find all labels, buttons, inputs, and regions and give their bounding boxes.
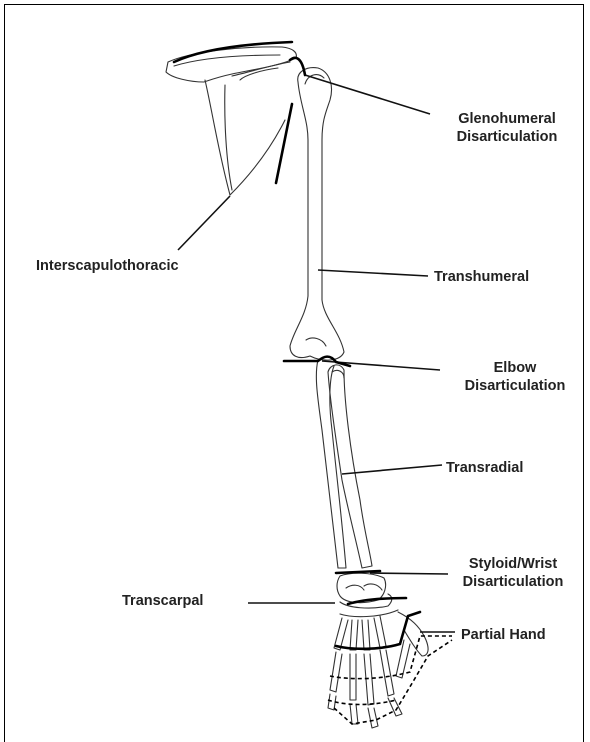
carpal-bones-drawing [337,573,398,616]
glenohumeral-label-line1: Glenohumeral [430,110,584,128]
interscapulothoracic-label: Interscapulothoracic [36,257,179,275]
humerus-drawing [290,68,344,360]
glenohumeral-leader [305,75,430,114]
partial-hand-dashed-line-2 [328,700,396,705]
scapula-cut-line [276,104,292,183]
styloid-wrist-label-line1: Styloid/Wrist [440,555,586,573]
transhumeral-leader [318,270,428,276]
leader-lines [178,75,455,632]
forearm-bones-drawing [316,360,372,568]
transhumeral-label: Transhumeral [434,268,529,286]
transcarpal-label: Transcarpal [122,592,203,610]
clavicle-cut-line [174,42,292,62]
elbow-label-line2: Disarticulation [440,377,590,395]
glenohumeral-label: Glenohumeral Disarticulation [430,110,584,146]
styloid-wrist-label-line2: Disarticulation [440,573,586,591]
styloid-wrist-leader [370,573,448,574]
partial-hand-label: Partial Hand [461,626,546,644]
partial-hand-dashed-line-3 [334,640,452,724]
glenohumeral-label-line2: Disarticulation [430,128,584,146]
styloid-wrist-label: Styloid/Wrist Disarticulation [440,555,586,591]
transradial-leader [342,465,442,474]
interscapulothoracic-leader [178,196,230,250]
partial-hand-dashed-line-1 [330,636,452,679]
transcarpal-cut-line [348,598,406,604]
partial-hand-cut-line [336,612,420,649]
amputation-cut-lines [174,42,452,724]
elbow-label-line1: Elbow [440,359,590,377]
elbow-label: Elbow Disarticulation [440,359,590,395]
glenohumeral-cut-line [290,58,305,75]
transradial-label: Transradial [446,459,523,477]
hand-bones-drawing [328,612,428,728]
